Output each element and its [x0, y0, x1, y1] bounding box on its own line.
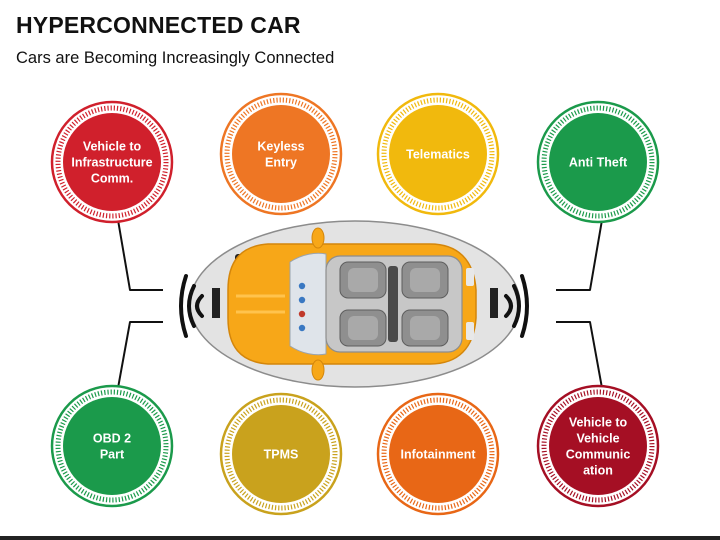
car-top-view-icon — [227, 227, 477, 381]
connector-line — [117, 219, 163, 291]
page-title: HYPERCONNECTED CAR — [16, 12, 301, 38]
feature-label-infotainment: Infotainment — [401, 448, 477, 462]
feature-circle-antitheft: Anti Theft — [536, 100, 660, 224]
bottom-bar — [0, 536, 720, 540]
feature-label-v2i: Infrastructure — [71, 156, 152, 170]
feature-label-v2i: Comm. — [91, 172, 133, 186]
feature-label-v2v: ation — [583, 464, 613, 478]
page-subtitle: Cars are Becoming Increasingly Connected — [16, 49, 335, 67]
feature-circle-obd: OBD 2 Part — [50, 384, 174, 508]
feature-circle-telematics: Telematics — [376, 92, 500, 216]
wireless-signal-right-icon — [504, 274, 529, 338]
feature-label-keyless: Entry — [265, 156, 297, 170]
feature-circle-tpms: TPMS — [219, 392, 343, 516]
feature-label-v2v: Vehicle — [576, 432, 619, 446]
feature-label-antitheft: Anti Theft — [569, 156, 628, 170]
connector-line — [556, 219, 603, 291]
feature-circle-infotainment: Infotainment — [376, 392, 500, 516]
feature-label-v2v: Communic — [566, 448, 631, 462]
feature-label-keyless: Keyless — [257, 140, 304, 154]
feature-label-tpms: TPMS — [264, 448, 299, 462]
car-sensor-right — [490, 288, 498, 318]
connector-line — [117, 321, 163, 389]
connector-lines — [117, 219, 603, 389]
feature-label-telematics: Telematics — [406, 148, 470, 162]
wireless-signal-left-icon — [179, 274, 204, 338]
feature-label-v2i: Vehicle to — [83, 140, 142, 154]
connector-line — [556, 321, 603, 389]
feature-label-obd: Part — [100, 448, 125, 462]
car-sensor-left — [212, 288, 220, 318]
feature-label-v2v: Vehicle to — [569, 416, 628, 430]
feature-label-obd: OBD 2 — [93, 432, 131, 446]
